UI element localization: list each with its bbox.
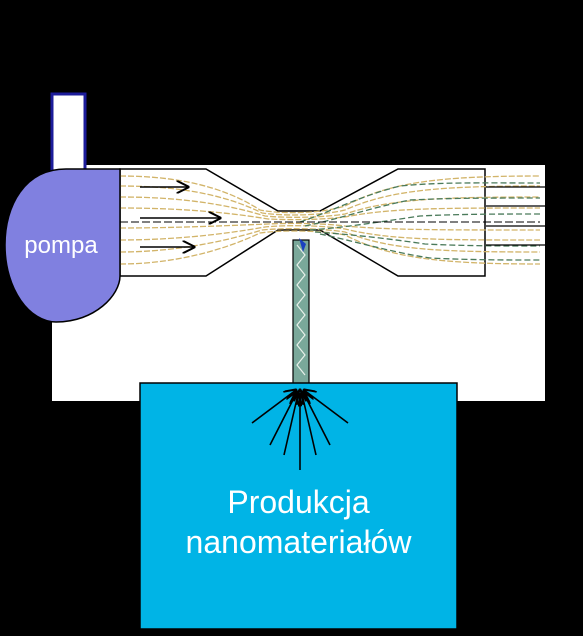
flow-arrow-icon — [140, 187, 220, 247]
suction-tube — [292, 239, 310, 386]
pump-label: pompa — [24, 232, 98, 259]
pump-body — [4, 168, 121, 323]
reservoir-label-line1: Produkcja — [227, 484, 370, 520]
tube-texture — [296, 244, 306, 376]
flow-streamlines-dark — [299, 182, 541, 261]
suction-arrow-icon — [251, 390, 349, 470]
reservoir-label: Produkcja nanomateriałów — [140, 482, 457, 562]
droplet — [299, 238, 306, 252]
reservoir-label-line2: nanomateriałów — [185, 524, 412, 560]
outlet-lines — [486, 186, 545, 246]
pump-pipe — [50, 92, 87, 174]
reservoir-box — [139, 382, 458, 630]
